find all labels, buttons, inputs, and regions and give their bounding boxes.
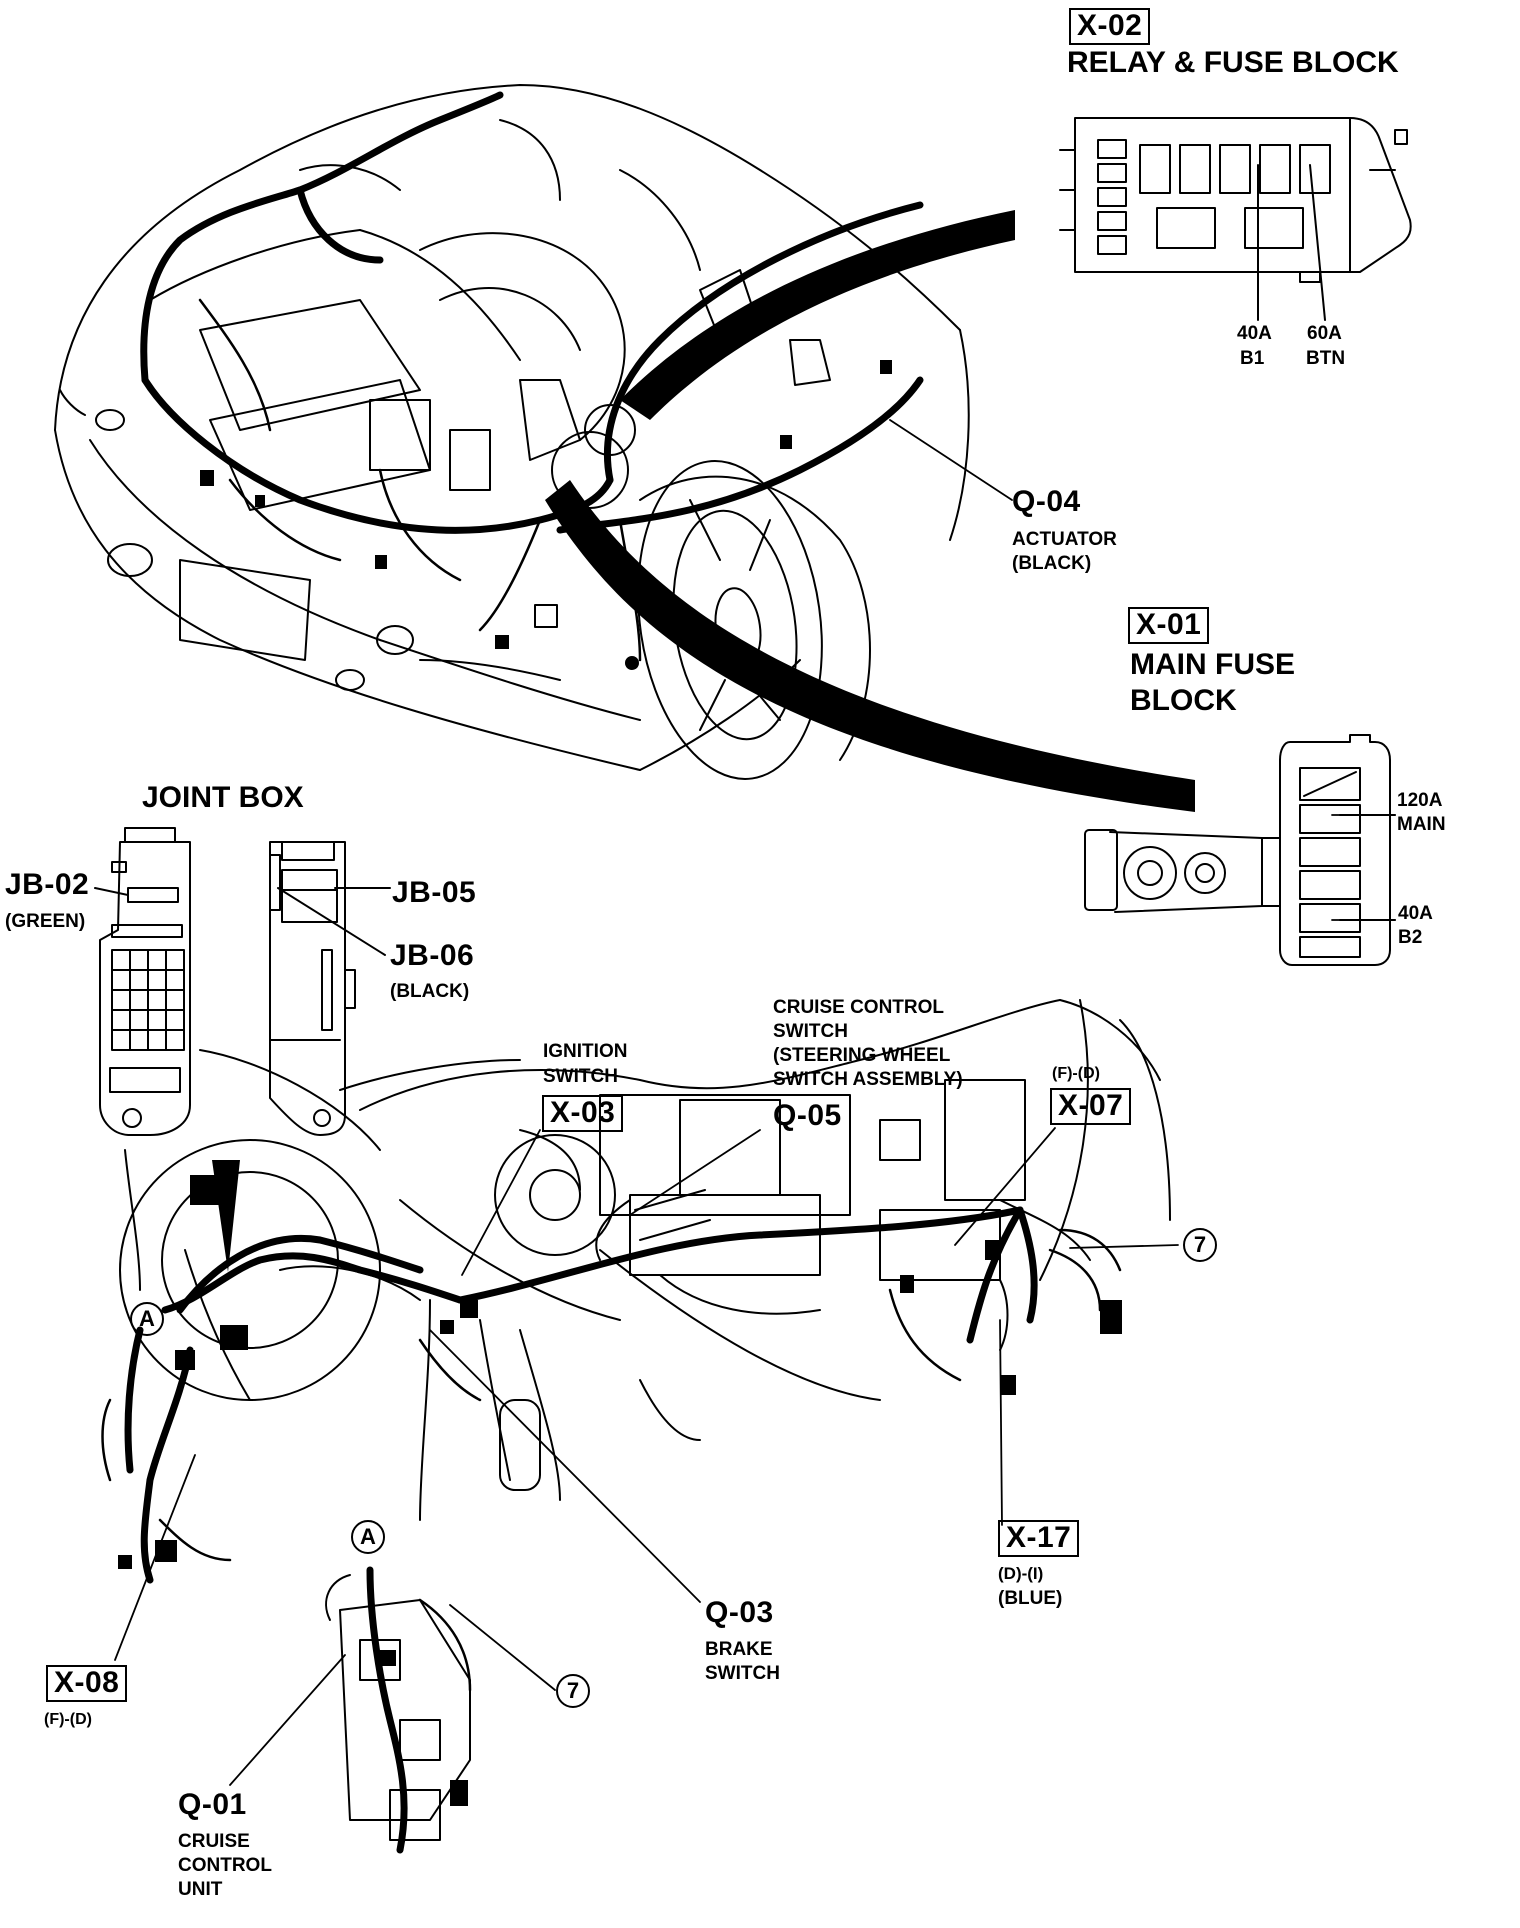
q05-line2: SWITCH: [773, 1021, 848, 1042]
q04-code: Q-04: [1012, 485, 1081, 518]
fuse-40a-b2-amp: 40A: [1398, 903, 1433, 924]
x03-line1: IGNITION: [543, 1041, 628, 1062]
x17-code: X-17: [998, 1520, 1080, 1557]
leader-lines: [114, 419, 1396, 1786]
joint-box-left-drawing: [94, 827, 191, 1136]
fuse-60a-btn-amp: 60A: [1307, 323, 1342, 344]
jb02-color: (GREEN): [5, 911, 86, 932]
x17-color: (BLUE): [998, 1588, 1063, 1609]
q01-code: Q-01: [178, 1788, 247, 1821]
q05-code: Q-05: [773, 1099, 842, 1132]
pointer-band-to-main-fuse: [545, 480, 1195, 812]
dashboard-harness: [124, 1206, 1038, 1854]
x07-code: X-07: [1050, 1088, 1132, 1125]
relay-fuse-block-drawing: [1059, 117, 1412, 321]
q03-line2: SWITCH: [705, 1663, 780, 1684]
x01-line2: BLOCK: [1130, 684, 1237, 717]
x03-code: X-03: [542, 1095, 624, 1132]
dashboard-harness-thin: [101, 1228, 1122, 1692]
car-front-illustration: [54, 84, 970, 780]
joint-box-right-drawing: [269, 841, 391, 1136]
x07-note: (F)-(D): [1052, 1065, 1100, 1082]
dashboard-illustration: [124, 999, 1171, 1521]
joint-box-title: JOINT BOX: [142, 781, 304, 814]
fuse-40a-b2-name: B2: [1398, 927, 1423, 948]
jb05-code: JB-05: [392, 876, 477, 909]
fuse-120a-amp: 120A: [1397, 790, 1443, 811]
pointer-band-to-relay-block: [620, 210, 1015, 420]
q03-code: Q-03: [705, 1596, 774, 1629]
x17-note: (D)-(I): [998, 1564, 1044, 1583]
jb02-code: JB-02: [5, 868, 90, 901]
steering-zoom-circle: [119, 1139, 381, 1401]
fuse-120a-name: MAIN: [1397, 814, 1446, 835]
q05-line1: CRUISE CONTROL: [773, 997, 944, 1018]
ref-7-marker-right: 7: [1183, 1228, 1217, 1262]
ref-a-marker-unit: A: [351, 1520, 385, 1554]
q01-line1: CRUISE: [178, 1831, 250, 1852]
cruise-control-unit-drawing: [325, 1574, 471, 1841]
x08-code: X-08: [46, 1665, 128, 1702]
q05-line4: SWITCH ASSEMBLY): [773, 1069, 963, 1090]
ref-7-marker-lower: 7: [556, 1674, 590, 1708]
q05-line3: (STEERING WHEEL: [773, 1045, 951, 1066]
fuse-60a-btn-name: BTN: [1306, 348, 1346, 369]
x01-line1: MAIN FUSE: [1130, 648, 1295, 681]
q01-line2: CONTROL: [178, 1855, 272, 1876]
fuse-40a-b1-name: B1: [1240, 348, 1265, 369]
q03-line1: BRAKE: [705, 1639, 773, 1660]
ref-a-marker-dash: A: [130, 1302, 164, 1336]
q01-line3: UNIT: [178, 1879, 223, 1900]
x01-code: X-01: [1128, 607, 1210, 644]
jb06-code: JB-06: [390, 939, 475, 972]
x08-note: (F)-(D): [44, 1711, 92, 1728]
x03-line2: SWITCH: [543, 1066, 618, 1087]
jb06-color: (BLACK): [390, 981, 470, 1002]
engine-harness: [140, 91, 924, 534]
fuse-40a-b1-amp: 40A: [1237, 323, 1272, 344]
q04-line1: ACTUATOR: [1012, 529, 1117, 550]
pointer-wedge: [212, 1160, 240, 1272]
x02-code: X-02: [1069, 8, 1151, 45]
q04-line2: (BLACK): [1012, 553, 1092, 574]
x02-name: RELAY & FUSE BLOCK: [1067, 46, 1399, 79]
main-fuse-block-drawing: [1084, 734, 1396, 966]
